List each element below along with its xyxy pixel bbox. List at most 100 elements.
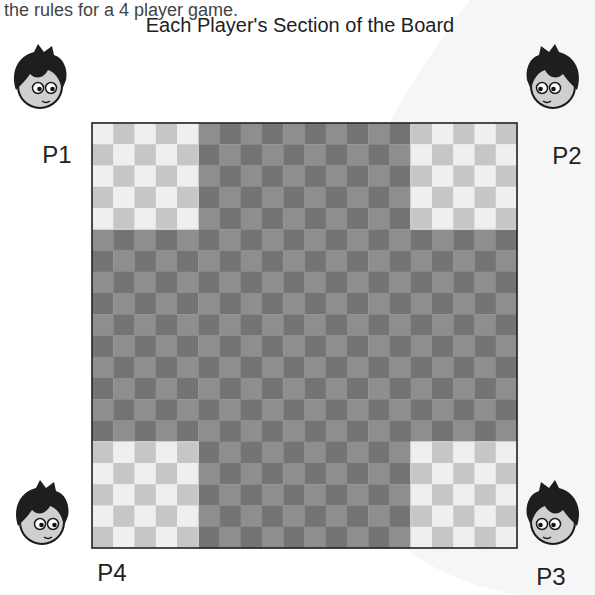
board-square (326, 123, 348, 145)
board-square (411, 208, 433, 230)
board-square (220, 527, 242, 549)
board-square (305, 527, 327, 549)
board-square (92, 229, 114, 251)
board-square (177, 442, 199, 464)
board-square (113, 463, 135, 485)
board-square (390, 144, 412, 166)
board-square (326, 144, 348, 166)
board-square (283, 123, 305, 145)
board-square (432, 421, 454, 443)
board-square (347, 357, 369, 379)
board-square (262, 484, 284, 506)
board-square (475, 506, 497, 528)
board-square (283, 166, 305, 188)
board-square (347, 463, 369, 485)
board-square (453, 144, 475, 166)
player-label: P1 (42, 142, 71, 168)
board-square (113, 251, 135, 273)
board-square (241, 421, 263, 443)
head-eye (35, 519, 46, 530)
board-square (113, 421, 135, 443)
board-square (305, 336, 327, 358)
board-square (220, 229, 242, 251)
board-square (198, 484, 220, 506)
board-square (453, 506, 475, 528)
board-square (177, 506, 199, 528)
board-square (220, 442, 242, 464)
board-square (305, 463, 327, 485)
board-square (241, 506, 263, 528)
board-square (475, 251, 497, 273)
board-square (177, 378, 199, 400)
board-square (496, 293, 518, 315)
board-square (156, 251, 178, 273)
board-square (113, 166, 135, 188)
board-square (177, 527, 199, 549)
head-mouth (543, 101, 551, 103)
board-square (220, 166, 242, 188)
board-square (453, 229, 475, 251)
board-square (411, 144, 433, 166)
board-square (453, 272, 475, 294)
board-square (432, 208, 454, 230)
board-square (135, 527, 157, 549)
board-square (453, 399, 475, 421)
board-square (390, 421, 412, 443)
board-square (262, 442, 284, 464)
board-square (453, 314, 475, 336)
board-square (283, 208, 305, 230)
board-square (432, 229, 454, 251)
board-square (496, 208, 518, 230)
board-square (198, 442, 220, 464)
board-square (496, 527, 518, 549)
board-square (177, 293, 199, 315)
board-square (390, 336, 412, 358)
board-square (347, 208, 369, 230)
board-square (283, 229, 305, 251)
board-square (453, 527, 475, 549)
board-square (347, 484, 369, 506)
board-square (92, 272, 114, 294)
board-square (326, 187, 348, 209)
board-square (432, 166, 454, 188)
board-square (283, 357, 305, 379)
head-pupil (538, 87, 543, 92)
board-square (177, 187, 199, 209)
board-square (283, 442, 305, 464)
board-square (156, 378, 178, 400)
board-square (283, 527, 305, 549)
board-square (241, 484, 263, 506)
board-square (475, 463, 497, 485)
board-square (475, 336, 497, 358)
board-square (432, 144, 454, 166)
board-square (198, 293, 220, 315)
board-square (411, 336, 433, 358)
board-square (432, 272, 454, 294)
board-square (305, 229, 327, 251)
board-square (326, 484, 348, 506)
board-square (496, 421, 518, 443)
board-square (305, 166, 327, 188)
board-square (475, 399, 497, 421)
board-square (220, 357, 242, 379)
board-square (496, 484, 518, 506)
board-square (368, 187, 390, 209)
board-square (262, 527, 284, 549)
board-square (475, 123, 497, 145)
board-square (177, 421, 199, 443)
board-square (135, 229, 157, 251)
player-zone-outline (92, 442, 198, 548)
board-square (368, 506, 390, 528)
board-square (220, 484, 242, 506)
board-square (283, 399, 305, 421)
board-square (411, 506, 433, 528)
board-square (496, 506, 518, 528)
board-square (305, 293, 327, 315)
board-square (496, 378, 518, 400)
board-square (326, 421, 348, 443)
board-square (220, 123, 242, 145)
board-square (305, 144, 327, 166)
board-square (411, 293, 433, 315)
board-square (241, 336, 263, 358)
